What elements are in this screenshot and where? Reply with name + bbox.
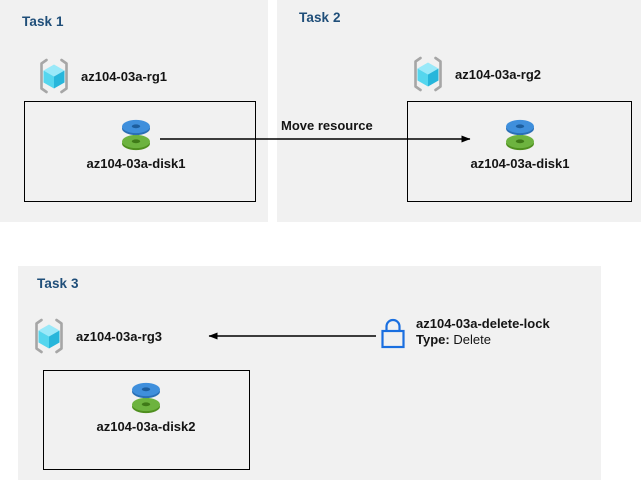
resource-lock-node: az104-03a-delete-lock Type: Delete [378, 316, 550, 351]
panel-title-task-2: Task 2 [299, 10, 341, 25]
connector-label-move-resource: Move resource [281, 118, 373, 133]
lock-icon [378, 316, 408, 351]
panel-title-task-3: Task 3 [37, 276, 79, 291]
resource-group-icon [29, 316, 69, 356]
resource-group-label: az104-03a-rg2 [455, 66, 541, 82]
resource-group-node-rg1: az104-03a-rg1 [34, 56, 167, 96]
connector-lock-to-rg3 [208, 332, 376, 340]
resource-group-boundary-rg3 [43, 370, 250, 470]
disk-node-disk1-task2: az104-03a-disk1 [450, 112, 590, 171]
disk-node-disk1-task1: az104-03a-disk1 [66, 112, 206, 171]
resource-group-node-rg2: az104-03a-rg2 [408, 54, 541, 94]
disk-label: az104-03a-disk1 [86, 156, 186, 171]
resource-group-icon [34, 56, 74, 96]
resource-group-boundary-rg2 [407, 101, 632, 202]
panel-task-2 [277, 0, 641, 222]
lock-name-label: az104-03a-delete-lock [416, 316, 550, 331]
resource-group-icon [408, 54, 448, 94]
lock-type-key: Type: [416, 331, 450, 347]
resource-group-boundary-rg1 [24, 101, 256, 202]
panel-task-3 [18, 266, 601, 480]
disk-label: az104-03a-disk2 [96, 419, 196, 434]
managed-disk-icon [66, 112, 206, 154]
resource-group-label: az104-03a-rg3 [76, 328, 162, 344]
lock-text-block: az104-03a-delete-lock Type: Delete [416, 316, 550, 348]
resource-group-label: az104-03a-rg1 [81, 68, 167, 84]
disk-node-disk2-task3: az104-03a-disk2 [76, 375, 216, 434]
connector-move-resource [160, 135, 471, 143]
panel-title-task-1: Task 1 [22, 14, 64, 29]
disk-label: az104-03a-disk1 [470, 156, 570, 171]
resource-group-node-rg3: az104-03a-rg3 [29, 316, 162, 356]
managed-disk-icon [450, 112, 590, 154]
managed-disk-icon [76, 375, 216, 417]
lock-type-row: Type: Delete [416, 332, 550, 348]
panel-task-1 [0, 0, 268, 222]
lock-type-value: Delete [453, 331, 491, 347]
